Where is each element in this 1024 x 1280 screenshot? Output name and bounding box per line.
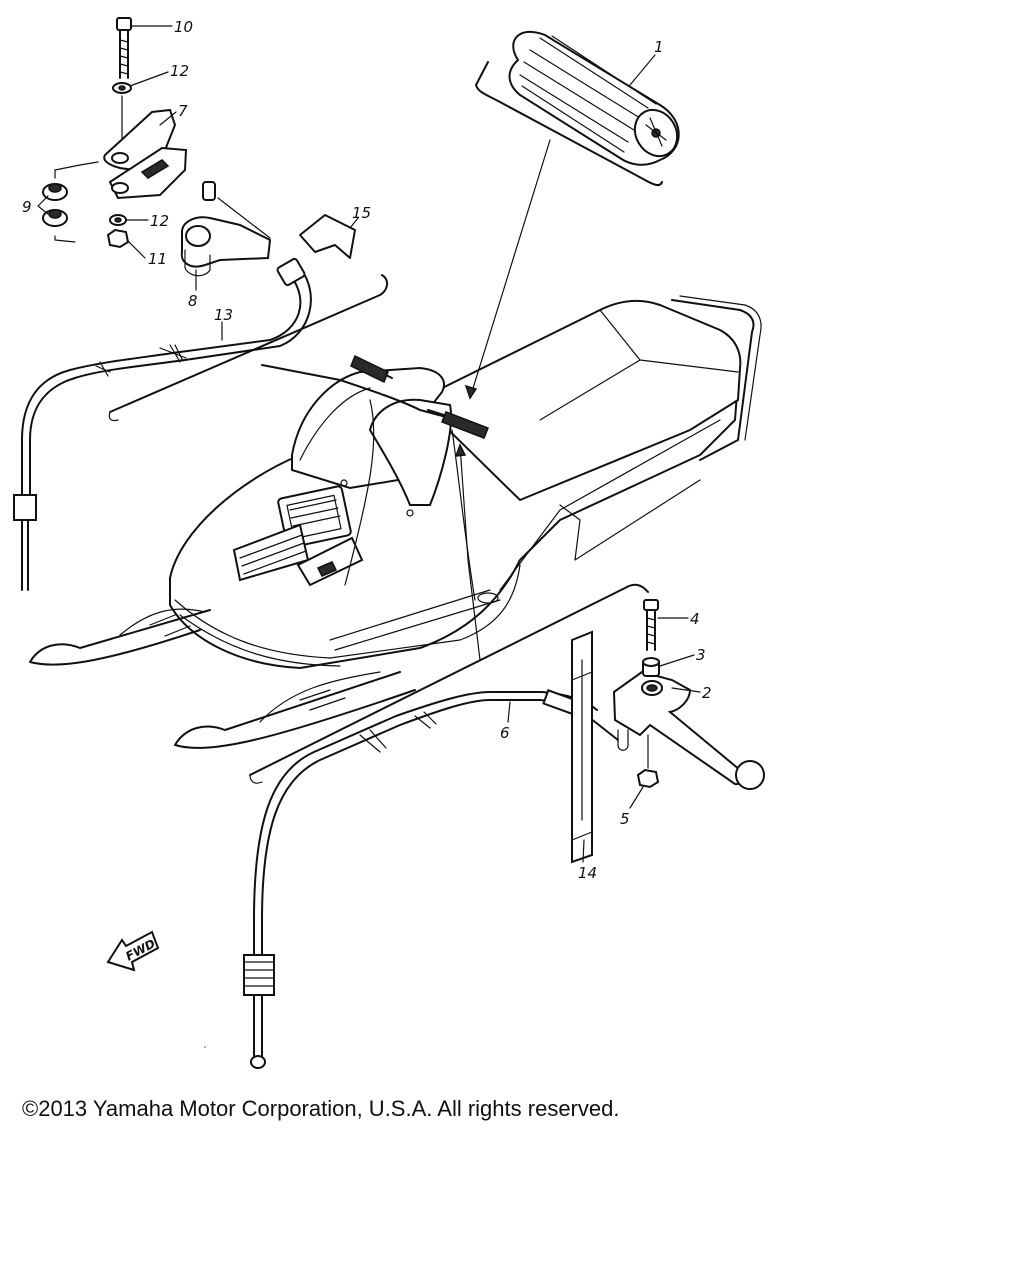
snowmobile-body [169, 295, 762, 669]
leader-lines [454, 139, 551, 661]
callout-9: 9 [22, 198, 32, 216]
handlebar-on-body [261, 354, 489, 601]
callout-14: 14 [578, 864, 597, 882]
callout-6: 6 [500, 724, 510, 742]
callout-13: 13 [214, 306, 233, 324]
callout-12-upper: 12 [170, 62, 189, 80]
callout-8: 8 [188, 292, 198, 310]
parts-diagram: FWD 10 12 7 9 12 11 8 15 13 1 4 3 2 6 5 [13, 17, 765, 1069]
callout-10: 10 [174, 18, 193, 36]
callout-15: 15 [352, 204, 371, 222]
copyright-text: ©2013 Yamaha Motor Corporation, U.S.A. A… [22, 1096, 620, 1121]
callout-labels: 10 12 7 9 12 11 8 15 13 1 4 3 2 6 5 14 [22, 18, 712, 882]
callout-5: 5 [620, 810, 630, 828]
callout-3: 3 [696, 646, 706, 664]
callout-7: 7 [178, 102, 188, 120]
fwd-arrow-icon: FWD [106, 930, 160, 972]
callout-11: 11 [148, 250, 167, 268]
skis [29, 608, 416, 749]
grip [475, 30, 680, 187]
throttle-assembly [13, 17, 388, 591]
callout-1: 1 [654, 38, 664, 56]
callout-4-bolt: 4 [690, 610, 700, 628]
lever-assembly [243, 583, 765, 1069]
callout-2: 2 [702, 684, 712, 702]
callout-leaders [37, 25, 701, 863]
callout-12-lower: 12 [150, 212, 169, 230]
stray-dot [204, 1046, 206, 1048]
